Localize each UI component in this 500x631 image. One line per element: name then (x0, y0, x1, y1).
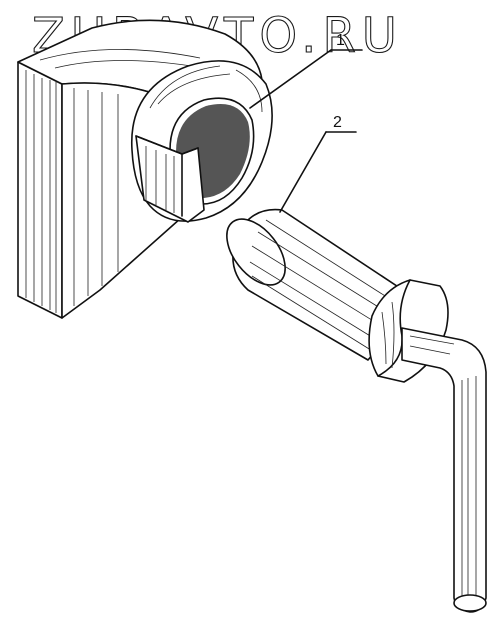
callout-2-label: 2 (333, 114, 342, 131)
split-ring-part-1 (131, 60, 273, 223)
callout-2: 2 (279, 114, 357, 213)
mandrel-tool-part-2 (226, 208, 487, 613)
callout-1: 1 (249, 32, 363, 109)
callout-1-label: 1 (336, 32, 345, 49)
